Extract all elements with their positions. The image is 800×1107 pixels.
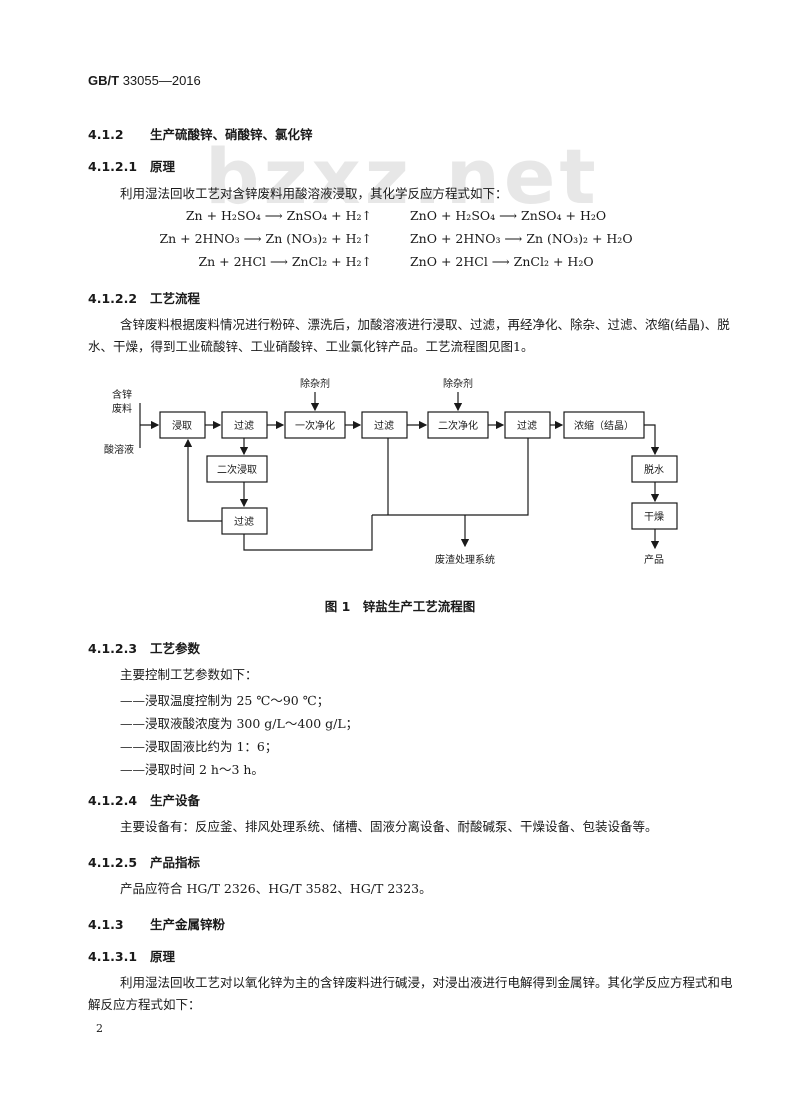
param-item: ——浸取液酸浓度为 300 g/L～400 g/L； [120, 716, 359, 731]
standard-year: 33055—2016 [122, 73, 201, 88]
section-heading-4-1-3: 4.1.3 生产金属锌粉 [88, 914, 225, 933]
box-leach-2 [206, 455, 268, 483]
section-number: 4.1.2.4 [88, 793, 138, 808]
process-description: 含锌废料根据废料情况进行粉碎、漂洗后，加酸溶液进行浸取、过滤，再经净化、除杂、过… [88, 317, 730, 354]
equipment-text: 主要设备有：反应釜、排风处理系统、储槽、固液分离设备、耐酸碱泵、干燥设备、包装设… [120, 819, 658, 834]
figure-caption: 图 1 锌盐生产工艺流程图 [324, 599, 476, 614]
label-purify-2: 二次净化 [438, 419, 478, 432]
label-dry: 干燥 [644, 511, 664, 523]
equation-2a: Zn + 2HNO₃ ⟶ Zn (NO₃)₂ + H₂↑ [159, 231, 372, 246]
section-number: 4.1.2.5 [88, 855, 138, 870]
param-item: ——浸取时间 2 h～3 h。 [120, 762, 264, 777]
section-title: 工艺流程 [150, 291, 201, 306]
equation-3b: ZnO + 2HCl ⟶ ZnCl₂ + H₂O [410, 254, 594, 269]
label-input-1b: 废料 [112, 402, 132, 415]
section-number: 4.1.2.1 [88, 159, 138, 174]
equation-1a: Zn + H₂SO₄ ⟶ ZnSO₄ + H₂↑ [185, 208, 372, 223]
section-title: 产品指标 [150, 855, 201, 870]
label-leach-2: 二次浸取 [217, 463, 257, 476]
section-heading-4-1-2-1: 4.1.2.1 原理 [88, 156, 175, 175]
section-heading-4-1-2-2: 4.1.2.2 工艺流程 [88, 288, 200, 307]
section-heading-4-1-2-4: 4.1.2.4 生产设备 [88, 790, 200, 809]
label-input-1a: 含锌 [112, 388, 132, 401]
label-product: 产品 [644, 553, 664, 566]
params-intro: 主要控制工艺参数如下： [120, 667, 258, 682]
section-heading-4-1-3-1: 4.1.3.1 原理 [88, 946, 175, 965]
section-number: 4.1.3.1 [88, 949, 138, 964]
section-heading-4-1-2: 4.1.2 生产硫酸锌、硝酸锌、氯化锌 [88, 124, 313, 143]
section-title: 生产金属锌粉 [150, 917, 226, 932]
label-filter-1: 过滤 [234, 419, 254, 432]
section-title: 原理 [150, 949, 176, 964]
equation-3a: Zn + 2HCl ⟶ ZnCl₂ + H₂↑ [198, 254, 372, 269]
section-number: 4.1.2.2 [88, 291, 138, 306]
section-number: 4.1.3 [88, 917, 124, 932]
label-waste: 废渣处理系统 [435, 553, 495, 566]
label-leach: 浸取 [172, 420, 192, 432]
param-item: ——浸取固液比约为 1：6； [120, 739, 278, 754]
param-item: ——浸取温度控制为 25 ℃～90 ℃； [120, 693, 330, 708]
section-heading-4-1-2-5: 4.1.2.5 产品指标 [88, 852, 200, 871]
principle-intro: 利用湿法回收工艺对含锌废料用酸溶液浸取，其化学反应方程式如下： [120, 186, 508, 201]
page-number: 2 [96, 1022, 103, 1035]
product-spec-text: 产品应符合 HG/T 2326、HG/T 3582、HG/T 2323。 [120, 881, 432, 896]
label-filter-3: 过滤 [517, 419, 537, 432]
zinc-principle-text: 利用湿法回收工艺对以氧化锌为主的含锌废料进行碱浸，对浸出液进行电解得到金属锌。其… [88, 975, 733, 1012]
section-title: 生产设备 [150, 793, 201, 808]
equation-1b: ZnO + H₂SO₄ ⟶ ZnSO₄ + H₂O [410, 208, 607, 223]
standard-number: GB/T 33055—2016 [88, 73, 201, 88]
process-flow-diagram: 含锌 废料 酸溶液 浸取 过滤 一次净化 过滤 二次净化 过滤 浓缩（结晶） 二… [104, 377, 678, 566]
label-additive-1: 除杂剂 [300, 377, 330, 390]
section-number: 4.1.2.3 [88, 641, 138, 656]
equation-2b: ZnO + 2HNO₃ ⟶ Zn (NO₃)₂ + H₂O [410, 231, 633, 246]
label-concentrate: 浓缩（结晶） [574, 419, 634, 432]
label-input-2: 酸溶液 [104, 443, 134, 456]
section-number: 4.1.2 [88, 127, 124, 142]
section-title: 工艺参数 [150, 641, 201, 656]
label-additive-2: 除杂剂 [443, 377, 473, 390]
section-title: 原理 [150, 159, 176, 174]
watermark: bzxz.net [205, 132, 600, 221]
label-filter-2: 过滤 [374, 419, 394, 432]
section-heading-4-1-2-3: 4.1.2.3 工艺参数 [88, 638, 200, 657]
label-filter-4: 过滤 [234, 515, 254, 528]
label-dewater: 脱水 [644, 463, 664, 476]
section-title: 生产硫酸锌、硝酸锌、氯化锌 [150, 127, 313, 142]
label-purify-1: 一次净化 [295, 419, 335, 432]
standard-code: GB/T [88, 73, 120, 88]
